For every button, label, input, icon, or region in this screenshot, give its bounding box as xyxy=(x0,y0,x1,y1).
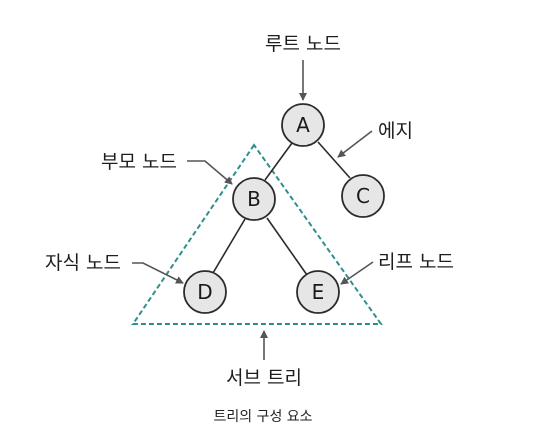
node-c: C xyxy=(341,174,385,218)
figure-caption: 트리의 구성 요소 xyxy=(213,409,312,425)
subtree-label: 서브 트리 xyxy=(226,367,302,389)
node-a-letter: A xyxy=(296,113,310,137)
leaf-node-label: 리프 노드 xyxy=(378,251,454,273)
edge-b-d xyxy=(212,218,246,274)
node-b: B xyxy=(232,177,276,221)
edge-label: 에지 xyxy=(378,120,413,142)
child-node-arrow xyxy=(132,262,184,284)
node-b-letter: B xyxy=(247,187,261,211)
edge-a-b xyxy=(264,142,293,181)
node-c-letter: C xyxy=(356,184,370,208)
parent-node-arrow xyxy=(187,160,233,185)
leaf-node-arrow xyxy=(340,261,374,285)
parent-node-label: 부모 노드 xyxy=(101,151,177,173)
node-e: E xyxy=(296,270,340,314)
node-a: A xyxy=(281,103,325,147)
node-d-letter: D xyxy=(197,280,212,304)
edge-b-e xyxy=(266,217,308,276)
node-d: D xyxy=(183,270,227,314)
edge-label-arrow xyxy=(337,130,373,158)
node-e-letter: E xyxy=(312,280,325,304)
child-node-label: 자식 노드 xyxy=(45,252,121,274)
subtree-outline xyxy=(131,143,383,325)
edge-a-c xyxy=(317,141,351,179)
root-node-label: 루트 노드 xyxy=(265,33,341,55)
